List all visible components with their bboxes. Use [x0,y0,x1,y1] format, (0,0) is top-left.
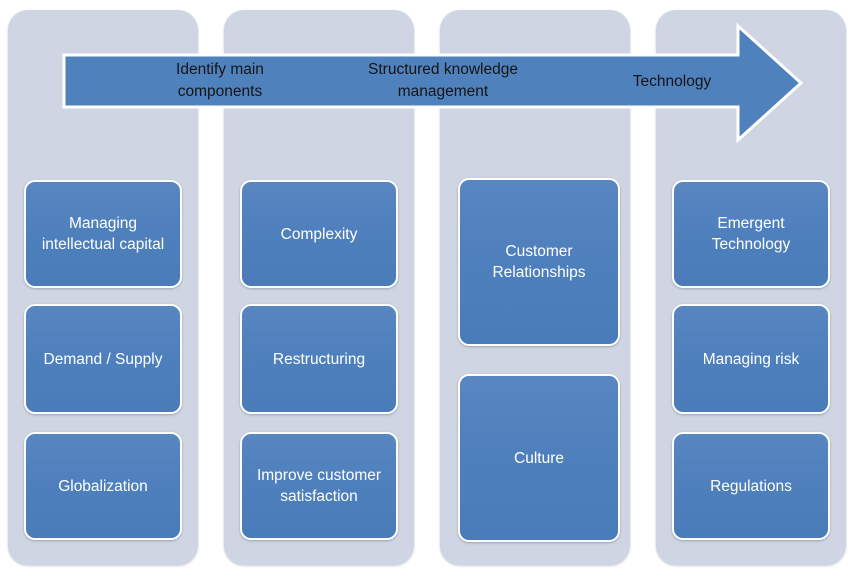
arrow-label: Technology [632,73,712,90]
process-box-label: Regulations [710,477,792,495]
process-box: Customer Relationships [458,178,620,346]
process-box-label: Complexity [280,225,358,243]
process-box: Managing risk [672,304,830,414]
process-box: Culture [458,374,620,542]
process-box: Regulations [672,432,830,540]
process-box-label: Improve customer satisfaction [256,467,382,505]
process-box: Complexity [240,180,398,288]
process-box-label: Globalization [58,477,148,495]
process-box-label: Emergent Technology [711,215,791,253]
process-arrow [62,23,804,143]
process-box: Improve customer satisfaction [240,432,398,540]
process-box-label: Restructuring [272,350,366,368]
process-box: Emergent Technology [672,180,830,288]
process-box: Globalization [24,432,182,540]
process-box: Restructuring [240,304,398,414]
arrow-label: Identify main components [176,61,264,100]
process-box: Demand / Supply [24,304,182,414]
process-arrow-shape [62,23,804,143]
process-box-label: Demand / Supply [43,350,163,368]
process-box-label: Culture [514,449,564,467]
process-box: Managing intellectual capital [24,180,182,288]
process-box-label: Managing risk [702,350,800,368]
arrow-label: Structured knowledge management [368,61,518,100]
process-box-label: Managing intellectual capital [41,215,165,253]
process-box-label: Customer Relationships [492,243,586,281]
